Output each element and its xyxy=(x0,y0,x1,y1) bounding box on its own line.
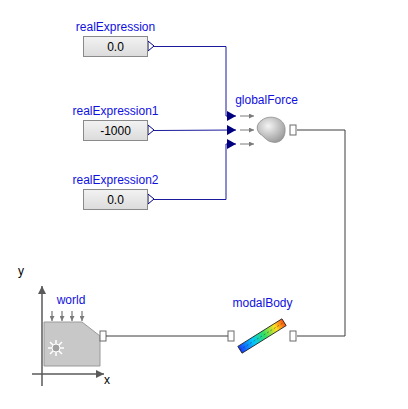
frame-connection xyxy=(106,336,228,337)
signal-connection xyxy=(154,130,236,132)
expression-value: -1000 xyxy=(100,124,131,138)
real-expression-block: realExpression0.0 xyxy=(83,36,148,57)
real-expression-block: realExpression20.0 xyxy=(83,189,148,210)
frame-connection xyxy=(297,130,345,336)
force-icon xyxy=(240,116,296,144)
axis-label: x xyxy=(104,373,110,387)
expression-value: 0.0 xyxy=(107,193,124,207)
instance-name: modalBody xyxy=(232,296,292,310)
modal-body-icon xyxy=(228,319,296,353)
instance-name: globalForce xyxy=(235,93,298,107)
world-block: world xyxy=(36,308,106,368)
real-expression-block: realExpression1-1000 xyxy=(83,120,148,141)
axis-label: y xyxy=(18,264,24,278)
instance-name: realExpression xyxy=(76,20,155,34)
signal-connection xyxy=(154,47,236,117)
modal-body-block: modalBody xyxy=(228,320,297,352)
instance-name: realExpression2 xyxy=(72,173,158,187)
instance-name: realExpression1 xyxy=(72,104,158,118)
instance-name: world xyxy=(57,293,86,307)
expression-value: 0.0 xyxy=(107,40,124,54)
world-icon xyxy=(32,286,106,386)
signal-connection xyxy=(154,144,236,200)
global-force-block: globalForce xyxy=(236,112,297,150)
